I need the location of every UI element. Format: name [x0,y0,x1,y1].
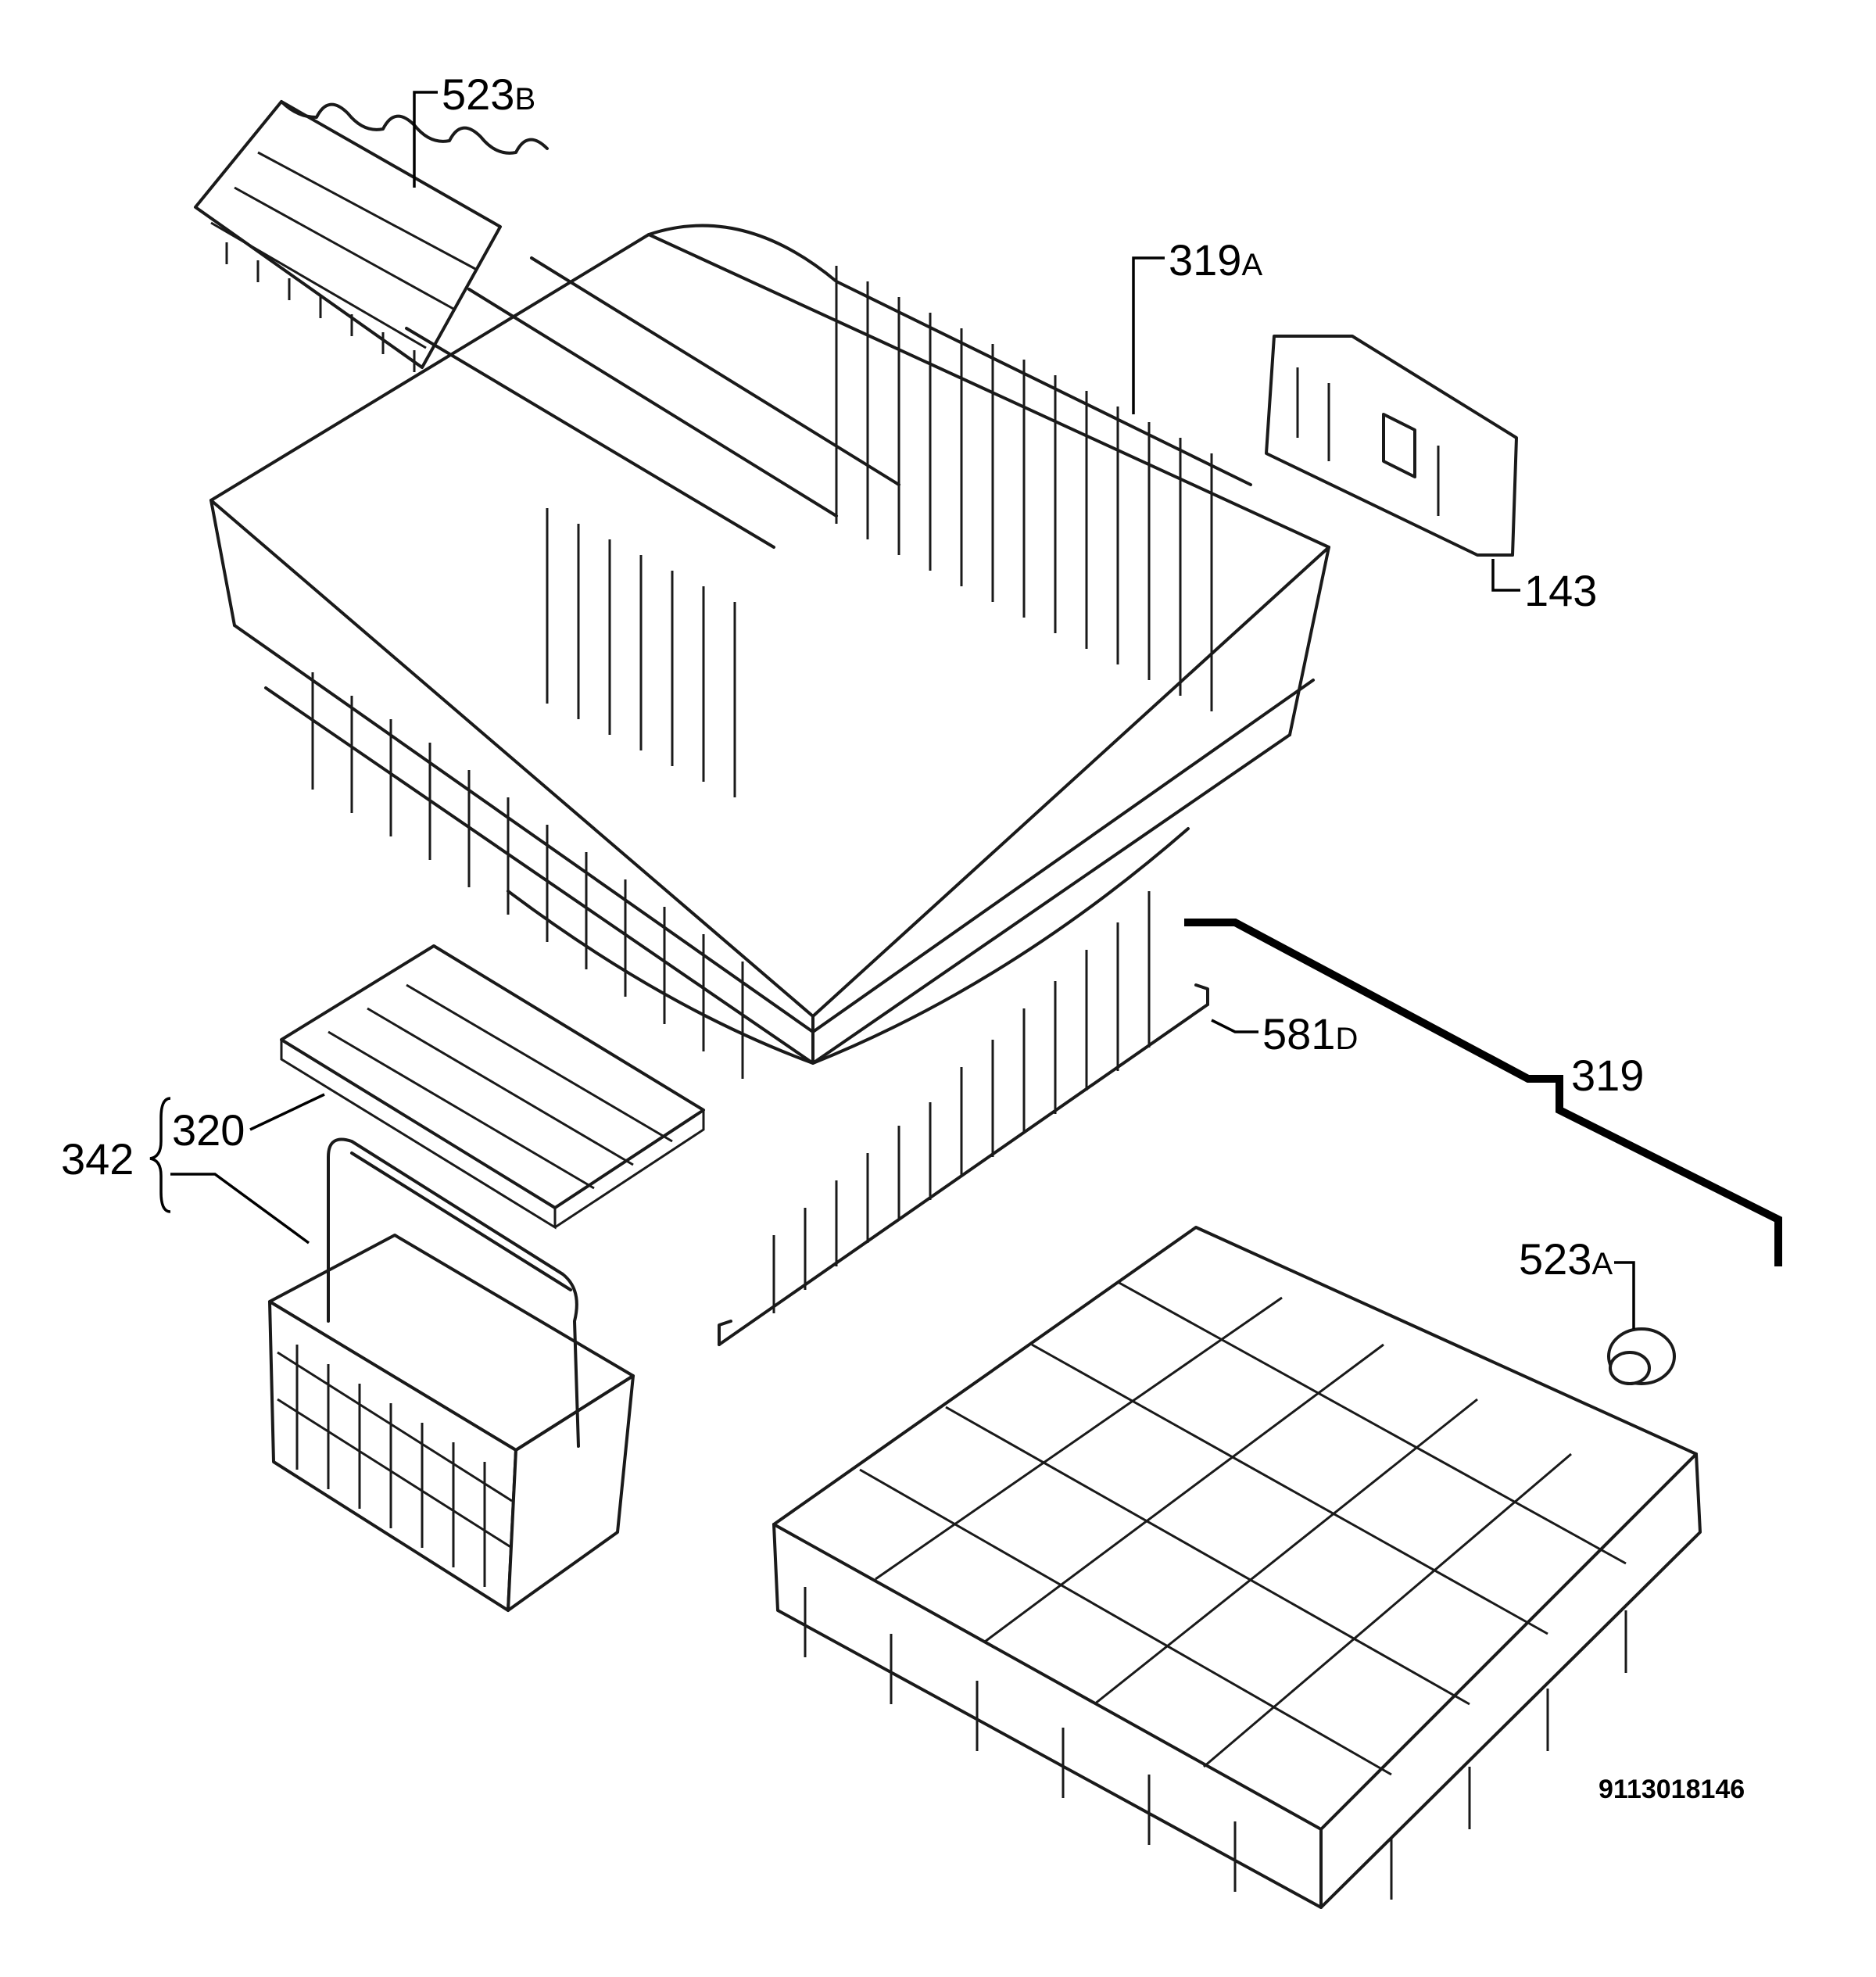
part-319a-upper-basket[interactable] [209,224,1330,1079]
svg-text:523B: 523B [442,70,535,119]
part-581d-tine-row[interactable] [718,891,1209,1346]
svg-text:342: 342 [61,1134,134,1184]
label-342: 342 [61,1097,310,1245]
label-523a: 523A [1519,1234,1635,1329]
part-143-slide-bracket[interactable] [1265,335,1518,557]
svg-text:523A: 523A [1519,1234,1613,1284]
svg-text:581D: 581D [1262,1009,1358,1058]
svg-text:143: 143 [1524,566,1597,615]
label-143: 143 [1491,559,1597,615]
label-581d: 581D [1211,1009,1358,1058]
part-342-cutlery-basket[interactable] [268,1137,635,1612]
part-523b-cup-rack[interactable] [194,100,549,372]
label-523b: 523B [413,70,535,188]
svg-text:319A: 319A [1169,235,1262,285]
svg-text:320: 320 [172,1105,245,1155]
part-320-cutlery-lid[interactable] [280,944,705,1230]
svg-text:319: 319 [1571,1051,1644,1100]
part-523a-wheel[interactable] [1607,1327,1676,1385]
label-319a: 319A [1132,235,1262,414]
label-320: 320 [172,1093,325,1155]
label-319: 319 [1184,919,1782,1266]
part-319-lower-basket[interactable] [772,1226,1702,1909]
drawing-code: 9113018146 [1599,1775,1745,1804]
